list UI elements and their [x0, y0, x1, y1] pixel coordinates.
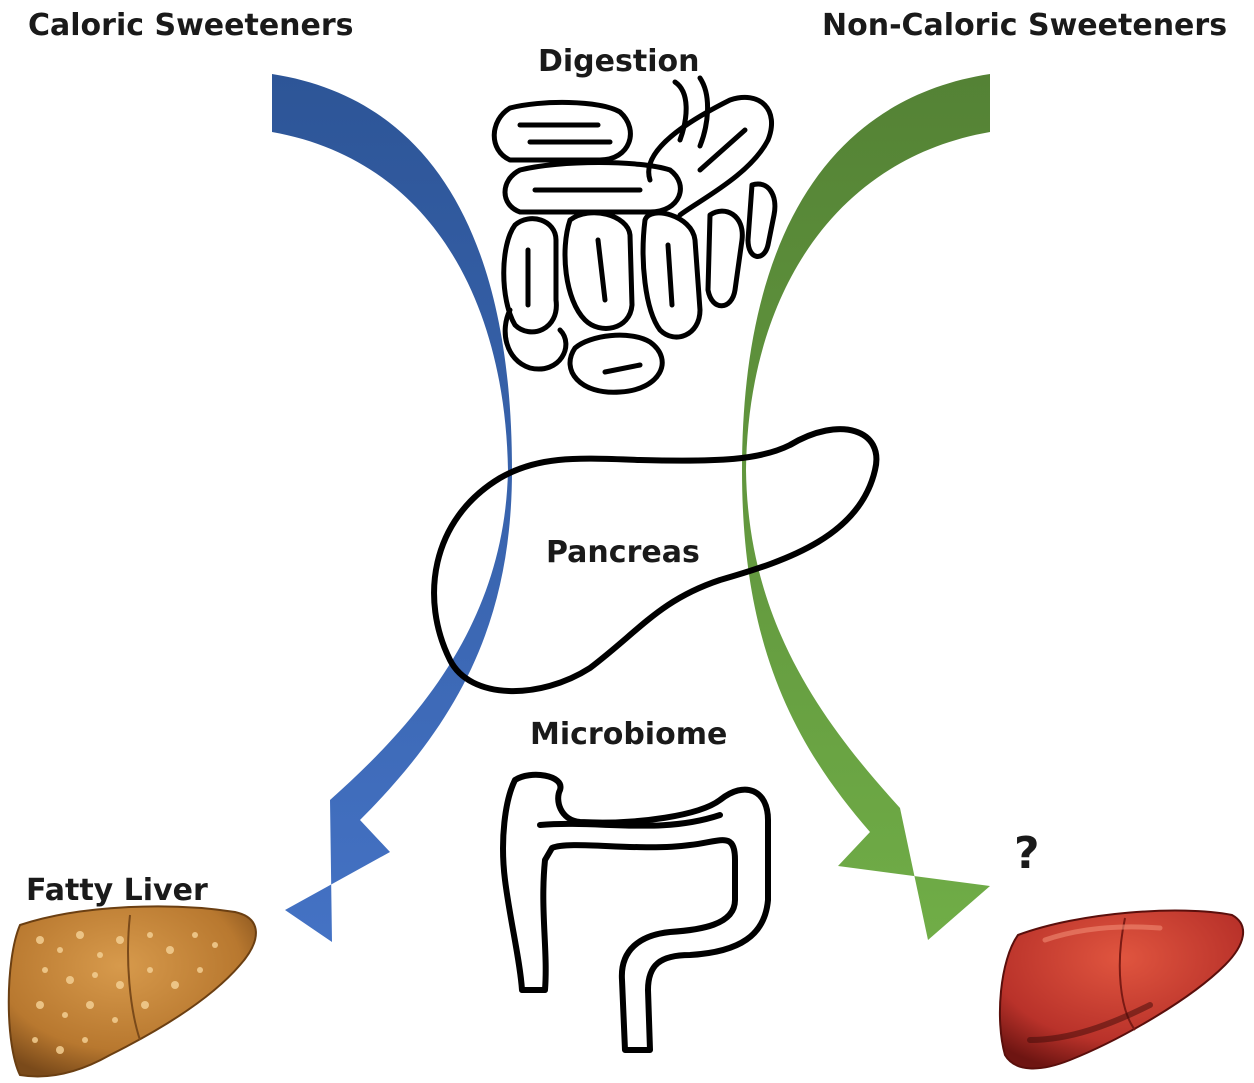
intestines-icon: [494, 78, 775, 392]
colon-icon: [503, 775, 768, 1050]
digestion-label: Digestion: [538, 44, 699, 79]
healthy-liver-icon: [1000, 911, 1243, 1069]
microbiome-label: Microbiome: [530, 717, 727, 752]
non-caloric-sweeteners-label: Non-Caloric Sweeteners: [822, 8, 1227, 43]
unknown-outcome-label: ?: [1014, 828, 1040, 879]
non-caloric-arrow: [742, 74, 990, 940]
fatty-liver-label: Fatty Liver: [26, 873, 208, 908]
caloric-arrow: [272, 74, 512, 942]
pancreas-label: Pancreas: [546, 535, 700, 570]
fatty-liver-icon: [9, 906, 256, 1076]
caloric-sweeteners-label: Caloric Sweeteners: [28, 8, 354, 43]
